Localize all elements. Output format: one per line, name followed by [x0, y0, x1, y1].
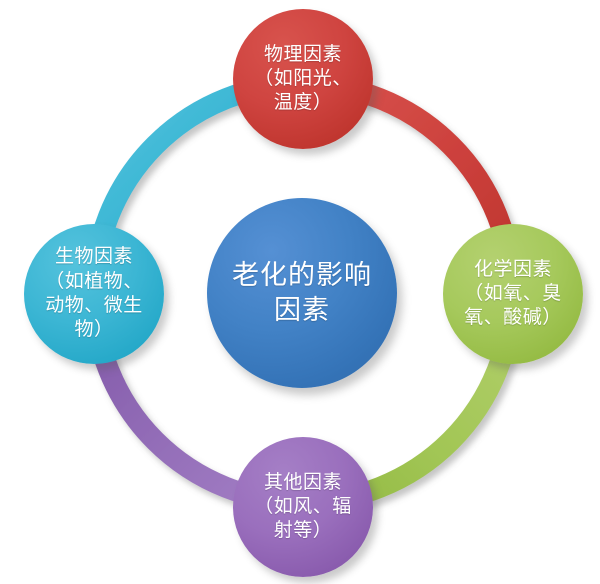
center-hub[interactable]: 老化的影响因素 [207, 198, 397, 388]
center-hub-label: 老化的影响因素 [232, 259, 372, 325]
node-biological-factors-label: 生物因素（如植物、动物、微生物） [45, 246, 143, 341]
node-physical-factors[interactable]: 物理因素（如阳光、温度） [233, 9, 373, 149]
node-other-factors[interactable]: 其他因素（如风、辐射等） [233, 437, 373, 577]
node-physical-factors-label: 物理因素（如阳光、温度） [254, 43, 352, 114]
node-chemical-factors[interactable]: 化学因素（如氧、臭氧、酸碱） [443, 224, 583, 364]
node-chemical-factors-label: 化学因素（如氧、臭氧、酸碱） [464, 258, 562, 329]
node-other-factors-label: 其他因素（如风、辐射等） [254, 471, 352, 542]
node-biological-factors[interactable]: 生物因素（如植物、动物、微生物） [24, 224, 164, 364]
